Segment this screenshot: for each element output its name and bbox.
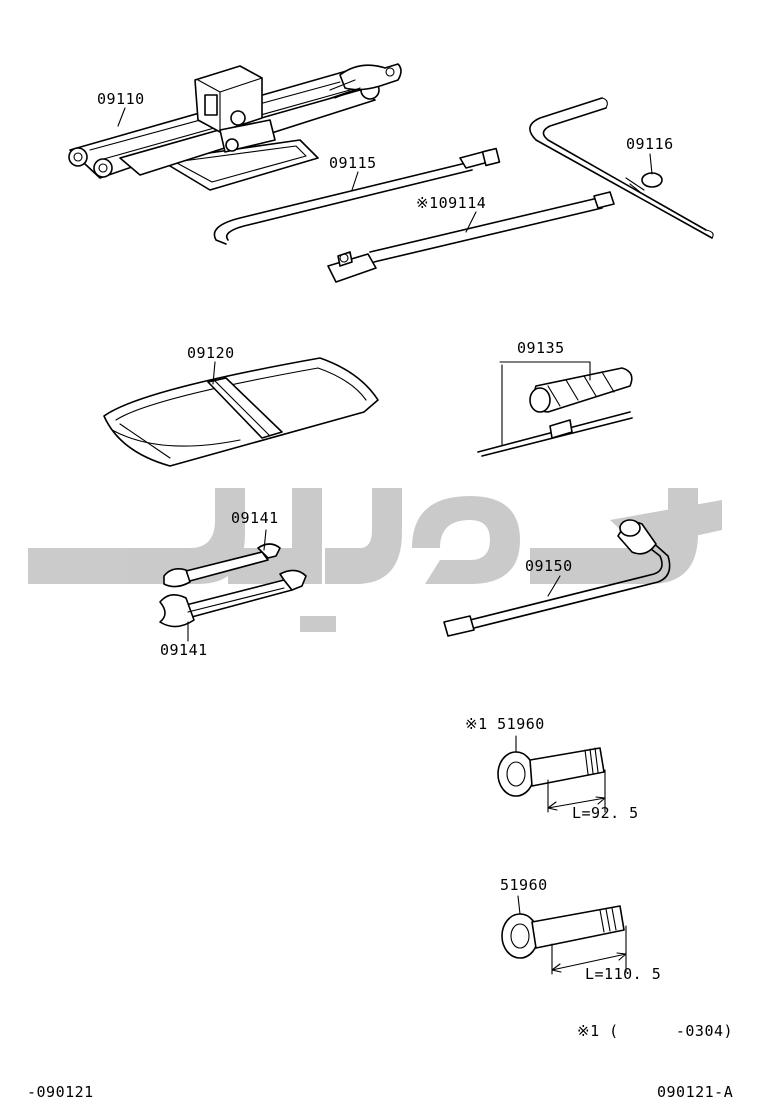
part-label-towing-hook-long: 51960 <box>500 876 548 894</box>
part-label-towing-hook-short: ※1 51960 <box>465 715 545 733</box>
part-label-hook-bar: 09116 <box>626 135 674 153</box>
dimension-long-hook: L=110. 5 <box>585 965 662 983</box>
wrench-small-drawing <box>163 543 281 588</box>
footnote: ※1 ( -0304) <box>577 1022 734 1040</box>
part-label-wrench-small: 09141 <box>231 509 279 527</box>
part-label-jack: 09110 <box>97 90 145 108</box>
leader-lines <box>117 107 653 642</box>
screwdriver-drawing <box>477 364 633 457</box>
part-label-wrench-large: 09141 <box>160 641 208 659</box>
hook-bar-drawing <box>529 97 714 239</box>
dimension-short-hook: L=92. 5 <box>572 804 639 822</box>
footer-code-right: 090121-A <box>657 1083 734 1101</box>
watermark-logo <box>28 488 722 632</box>
towing-hook-short-drawing <box>497 735 606 813</box>
tool-bag-drawing <box>103 357 379 467</box>
jack-handle-drawing <box>213 147 501 245</box>
part-label-tool-bag: 09120 <box>187 344 235 362</box>
footer-code-left: -090121 <box>27 1083 94 1101</box>
part-label-jack-handle: 09115 <box>329 154 377 172</box>
part-label-screwdriver: 09135 <box>517 339 565 357</box>
part-label-jack-handle-extension: ※109114 <box>416 194 487 212</box>
towing-hook-long-drawing <box>501 895 627 975</box>
part-label-wheel-nut-wrench: 09150 <box>525 557 573 575</box>
wheel-nut-wrench-drawing <box>443 519 671 637</box>
extension-drawing <box>327 191 615 283</box>
jack-drawing <box>68 63 402 191</box>
wrench-large-drawing <box>159 569 307 628</box>
